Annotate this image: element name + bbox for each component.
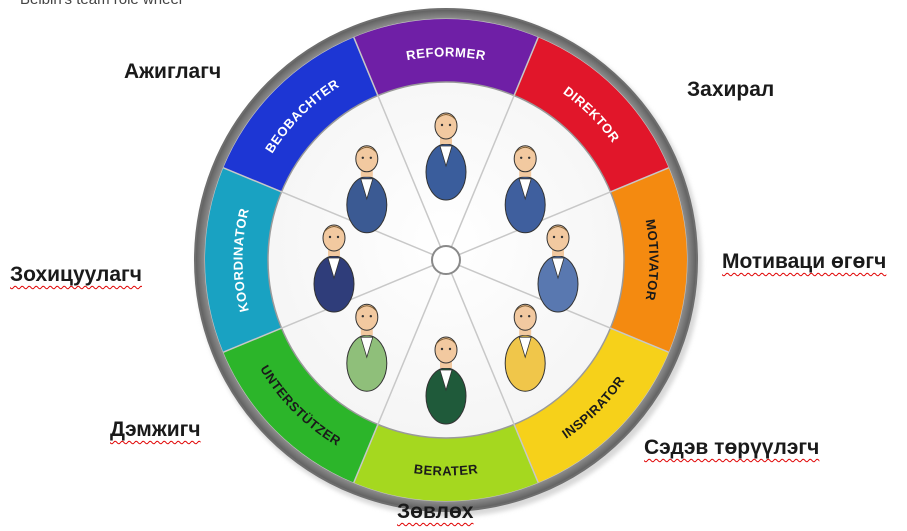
label-zokhitsuulagch: Зохицуулагч <box>10 263 142 286</box>
hub-circle <box>431 245 461 275</box>
person-figure-koordinator <box>313 224 355 313</box>
sector-dividers <box>223 37 669 483</box>
ring-segment-beobachter <box>223 37 378 192</box>
label-zakhiral: Захирал <box>687 78 775 101</box>
segment-label-motivator: MOTIVATOR <box>643 218 662 302</box>
ring-segment-direktor <box>514 37 669 192</box>
ring-segment-inspirator <box>514 328 669 483</box>
person-figure-beobachter <box>346 145 388 234</box>
sector-divider <box>450 272 539 483</box>
segment-label-berater: BERATER <box>413 461 479 478</box>
label-motivatsi: Мотиваци өгөгч <box>722 250 887 273</box>
segment-label-koordinator: KOORDINATOR <box>230 206 251 313</box>
ring-segment-berater <box>353 424 539 501</box>
label-sedev: Сэдэв төрүүлэгч <box>644 436 820 459</box>
person-figure-unterstutzer <box>346 303 388 392</box>
ring-segment-motivator <box>610 167 687 353</box>
sector-divider <box>353 272 442 483</box>
sector-divider <box>353 37 442 248</box>
label-zovlokh: Зөвлөх <box>397 500 474 523</box>
top-fragment-text: Belbin's team role wheel <box>20 0 182 8</box>
sector-divider <box>450 37 539 248</box>
ring-segment-reformer <box>353 19 539 96</box>
person-figure-berater <box>425 336 467 425</box>
label-demjigch: Дэмжигч <box>110 418 201 441</box>
label-ajiglagch: Ажиглагч <box>124 60 222 83</box>
person-figure-inspirator <box>504 303 546 392</box>
person-figures <box>313 112 579 425</box>
sector-divider <box>223 167 434 256</box>
segment-label-reformer: REFORMER <box>405 44 487 63</box>
ring-segment-koordinator <box>204 167 282 353</box>
colored-ring <box>204 19 687 501</box>
person-figure-reformer <box>425 112 467 201</box>
person-figure-direktor <box>504 145 546 234</box>
ring-segment-unterstutzer <box>223 328 378 483</box>
person-figure-motivator <box>537 224 579 313</box>
sector-divider <box>458 167 669 256</box>
